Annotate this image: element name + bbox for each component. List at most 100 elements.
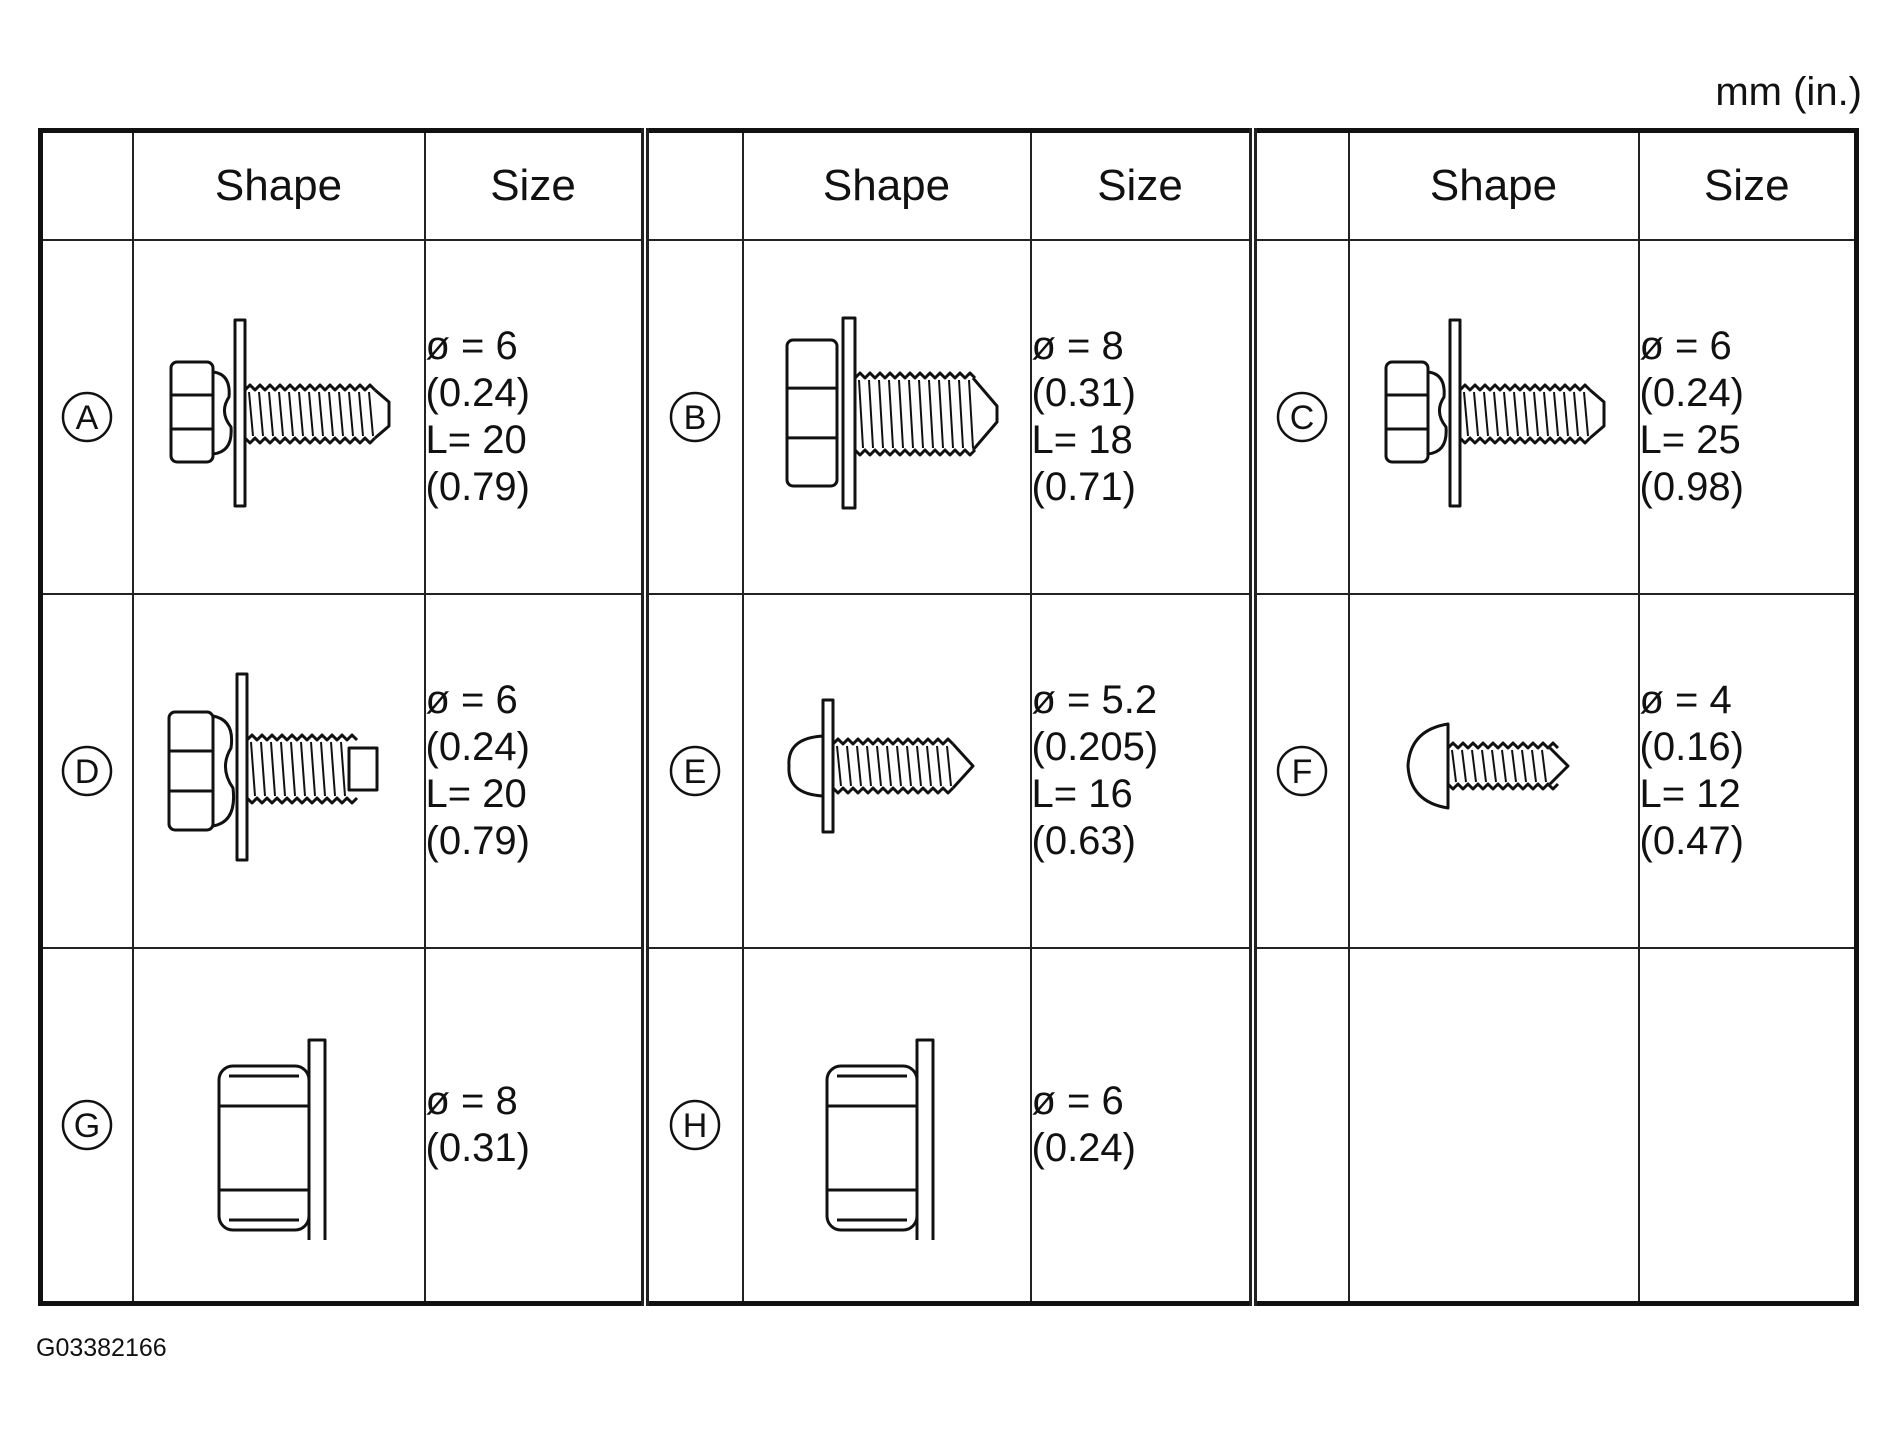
flange-nut-icon bbox=[217, 1038, 326, 1240]
size-line: ø = 6 bbox=[425, 324, 518, 368]
svg-text:D: D bbox=[75, 753, 100, 791]
size-line: L= 12 bbox=[1639, 772, 1741, 816]
hex-flange-bolt-with-washer-icon bbox=[1384, 318, 1605, 508]
header-blank bbox=[39, 129, 134, 241]
letter-cell-h: H bbox=[640, 947, 744, 1305]
item-letter-badge: B bbox=[669, 391, 721, 443]
size-line: ø = 8 bbox=[425, 1079, 518, 1123]
header-size: Size bbox=[423, 129, 646, 241]
size-spec: ø = 8(0.31)L= 18(0.71) bbox=[1032, 323, 1249, 511]
size-line: (0.16) bbox=[1639, 725, 1745, 769]
svg-text:B: B bbox=[684, 399, 707, 437]
size-spec: ø = 6(0.24)L= 25(0.98) bbox=[1640, 323, 1855, 511]
header-blank bbox=[1248, 129, 1350, 241]
table-row: G ø = 8(0.31) H ø = 6(0.24) bbox=[39, 947, 1858, 1305]
size-spec: ø = 6(0.24) bbox=[1032, 1078, 1249, 1172]
svg-text:H: H bbox=[683, 1107, 708, 1145]
size-line: (0.63) bbox=[1031, 819, 1137, 863]
item-letter-badge: E bbox=[669, 745, 721, 797]
header-shape: Shape bbox=[741, 129, 1032, 241]
size-line: (0.79) bbox=[425, 465, 531, 509]
size-line: L= 25 bbox=[1639, 418, 1741, 462]
empty-cell bbox=[1347, 947, 1640, 1305]
item-letter-badge: C bbox=[1276, 391, 1328, 443]
hex-bolt-with-spring-washer-icon bbox=[167, 672, 378, 862]
size-spec: ø = 6(0.24)L= 20(0.79) bbox=[426, 323, 641, 511]
size-line: (0.24) bbox=[425, 371, 531, 415]
item-letter-badge: D bbox=[62, 745, 113, 797]
size-spec: ø = 6(0.24)L= 20(0.79) bbox=[426, 677, 641, 865]
item-letter-badge: A bbox=[62, 391, 113, 443]
letter-cell-g: G bbox=[39, 947, 134, 1305]
table-row: A ø = 6(0.24)L= 20(0.79) B ø = 8(0.31)L=… bbox=[39, 239, 1858, 595]
letter-cell-c: C bbox=[1248, 239, 1350, 595]
empty-cell bbox=[1637, 947, 1858, 1305]
size-line: (0.24) bbox=[425, 725, 531, 769]
empty-cell bbox=[1248, 947, 1350, 1305]
size-cell-g: ø = 8(0.31) bbox=[423, 947, 646, 1305]
size-line: L= 20 bbox=[425, 418, 527, 462]
size-line: (0.31) bbox=[425, 1126, 531, 1170]
svg-text:A: A bbox=[76, 399, 99, 437]
pan-head-tapping-screw-with-washer-icon bbox=[786, 698, 974, 834]
size-line: ø = 5.2 bbox=[1031, 678, 1158, 722]
shape-cell-d bbox=[131, 593, 426, 949]
figure-code: G03382166 bbox=[36, 1334, 167, 1362]
hex-flange-bolt-with-washer-icon bbox=[169, 318, 390, 508]
size-line: ø = 6 bbox=[1031, 1079, 1124, 1123]
table-row: D ø = 6(0.24)L= 20(0.79) E ø = 5.2(0.205… bbox=[39, 593, 1858, 949]
size-line: (0.71) bbox=[1031, 465, 1137, 509]
size-cell-c: ø = 6(0.24)L= 25(0.98) bbox=[1637, 239, 1858, 595]
size-line: (0.24) bbox=[1639, 371, 1745, 415]
size-cell-d: ø = 6(0.24)L= 20(0.79) bbox=[423, 593, 646, 949]
hex-bolt-with-washer-icon bbox=[785, 316, 998, 510]
header-size: Size bbox=[1637, 129, 1858, 241]
letter-cell-a: A bbox=[39, 239, 134, 595]
header-size: Size bbox=[1029, 129, 1254, 241]
item-letter-badge: G bbox=[62, 1099, 113, 1151]
size-line: (0.24) bbox=[1031, 1126, 1137, 1170]
size-spec: ø = 8(0.31) bbox=[426, 1078, 641, 1172]
item-letter-badge: F bbox=[1276, 745, 1328, 797]
size-line: (0.205) bbox=[1031, 725, 1159, 769]
header-shape: Shape bbox=[1347, 129, 1640, 241]
item-letter-badge: H bbox=[669, 1099, 721, 1151]
shape-cell-a bbox=[131, 239, 426, 595]
size-line: (0.79) bbox=[425, 819, 531, 863]
size-line: ø = 6 bbox=[1639, 324, 1732, 368]
header-blank bbox=[640, 129, 744, 241]
letter-cell-b: B bbox=[640, 239, 744, 595]
size-spec: ø = 5.2(0.205)L= 16(0.63) bbox=[1032, 677, 1249, 865]
flange-nut-icon bbox=[825, 1038, 934, 1240]
size-cell-e: ø = 5.2(0.205)L= 16(0.63) bbox=[1029, 593, 1254, 949]
size-cell-a: ø = 6(0.24)L= 20(0.79) bbox=[423, 239, 646, 595]
letter-cell-e: E bbox=[640, 593, 744, 949]
shape-cell-f bbox=[1347, 593, 1640, 949]
shape-cell-h bbox=[741, 947, 1032, 1305]
svg-text:G: G bbox=[74, 1107, 100, 1145]
size-line: (0.98) bbox=[1639, 465, 1745, 509]
size-cell-b: ø = 8(0.31)L= 18(0.71) bbox=[1029, 239, 1254, 595]
truss-head-tapping-screw-icon bbox=[1406, 722, 1569, 810]
size-spec: ø = 4(0.16)L= 12(0.47) bbox=[1640, 677, 1855, 865]
letter-cell-f: F bbox=[1248, 593, 1350, 949]
size-line: ø = 4 bbox=[1639, 678, 1732, 722]
size-line: ø = 8 bbox=[1031, 324, 1124, 368]
shape-cell-e bbox=[741, 593, 1032, 949]
shape-cell-b bbox=[741, 239, 1032, 595]
size-line: (0.31) bbox=[1031, 371, 1137, 415]
size-line: L= 16 bbox=[1031, 772, 1133, 816]
size-line: L= 20 bbox=[425, 772, 527, 816]
size-cell-f: ø = 4(0.16)L= 12(0.47) bbox=[1637, 593, 1858, 949]
size-line: L= 18 bbox=[1031, 418, 1133, 462]
shape-cell-g bbox=[131, 947, 426, 1305]
size-cell-h: ø = 6(0.24) bbox=[1029, 947, 1254, 1305]
size-line: ø = 6 bbox=[425, 678, 518, 722]
header-shape: Shape bbox=[131, 129, 426, 241]
header-row: Shape Size Shape Size Shape Size bbox=[39, 129, 1858, 241]
shape-cell-c bbox=[1347, 239, 1640, 595]
svg-text:E: E bbox=[684, 753, 707, 791]
size-line: (0.47) bbox=[1639, 819, 1745, 863]
svg-text:C: C bbox=[1290, 399, 1315, 437]
svg-text:F: F bbox=[1292, 753, 1313, 791]
